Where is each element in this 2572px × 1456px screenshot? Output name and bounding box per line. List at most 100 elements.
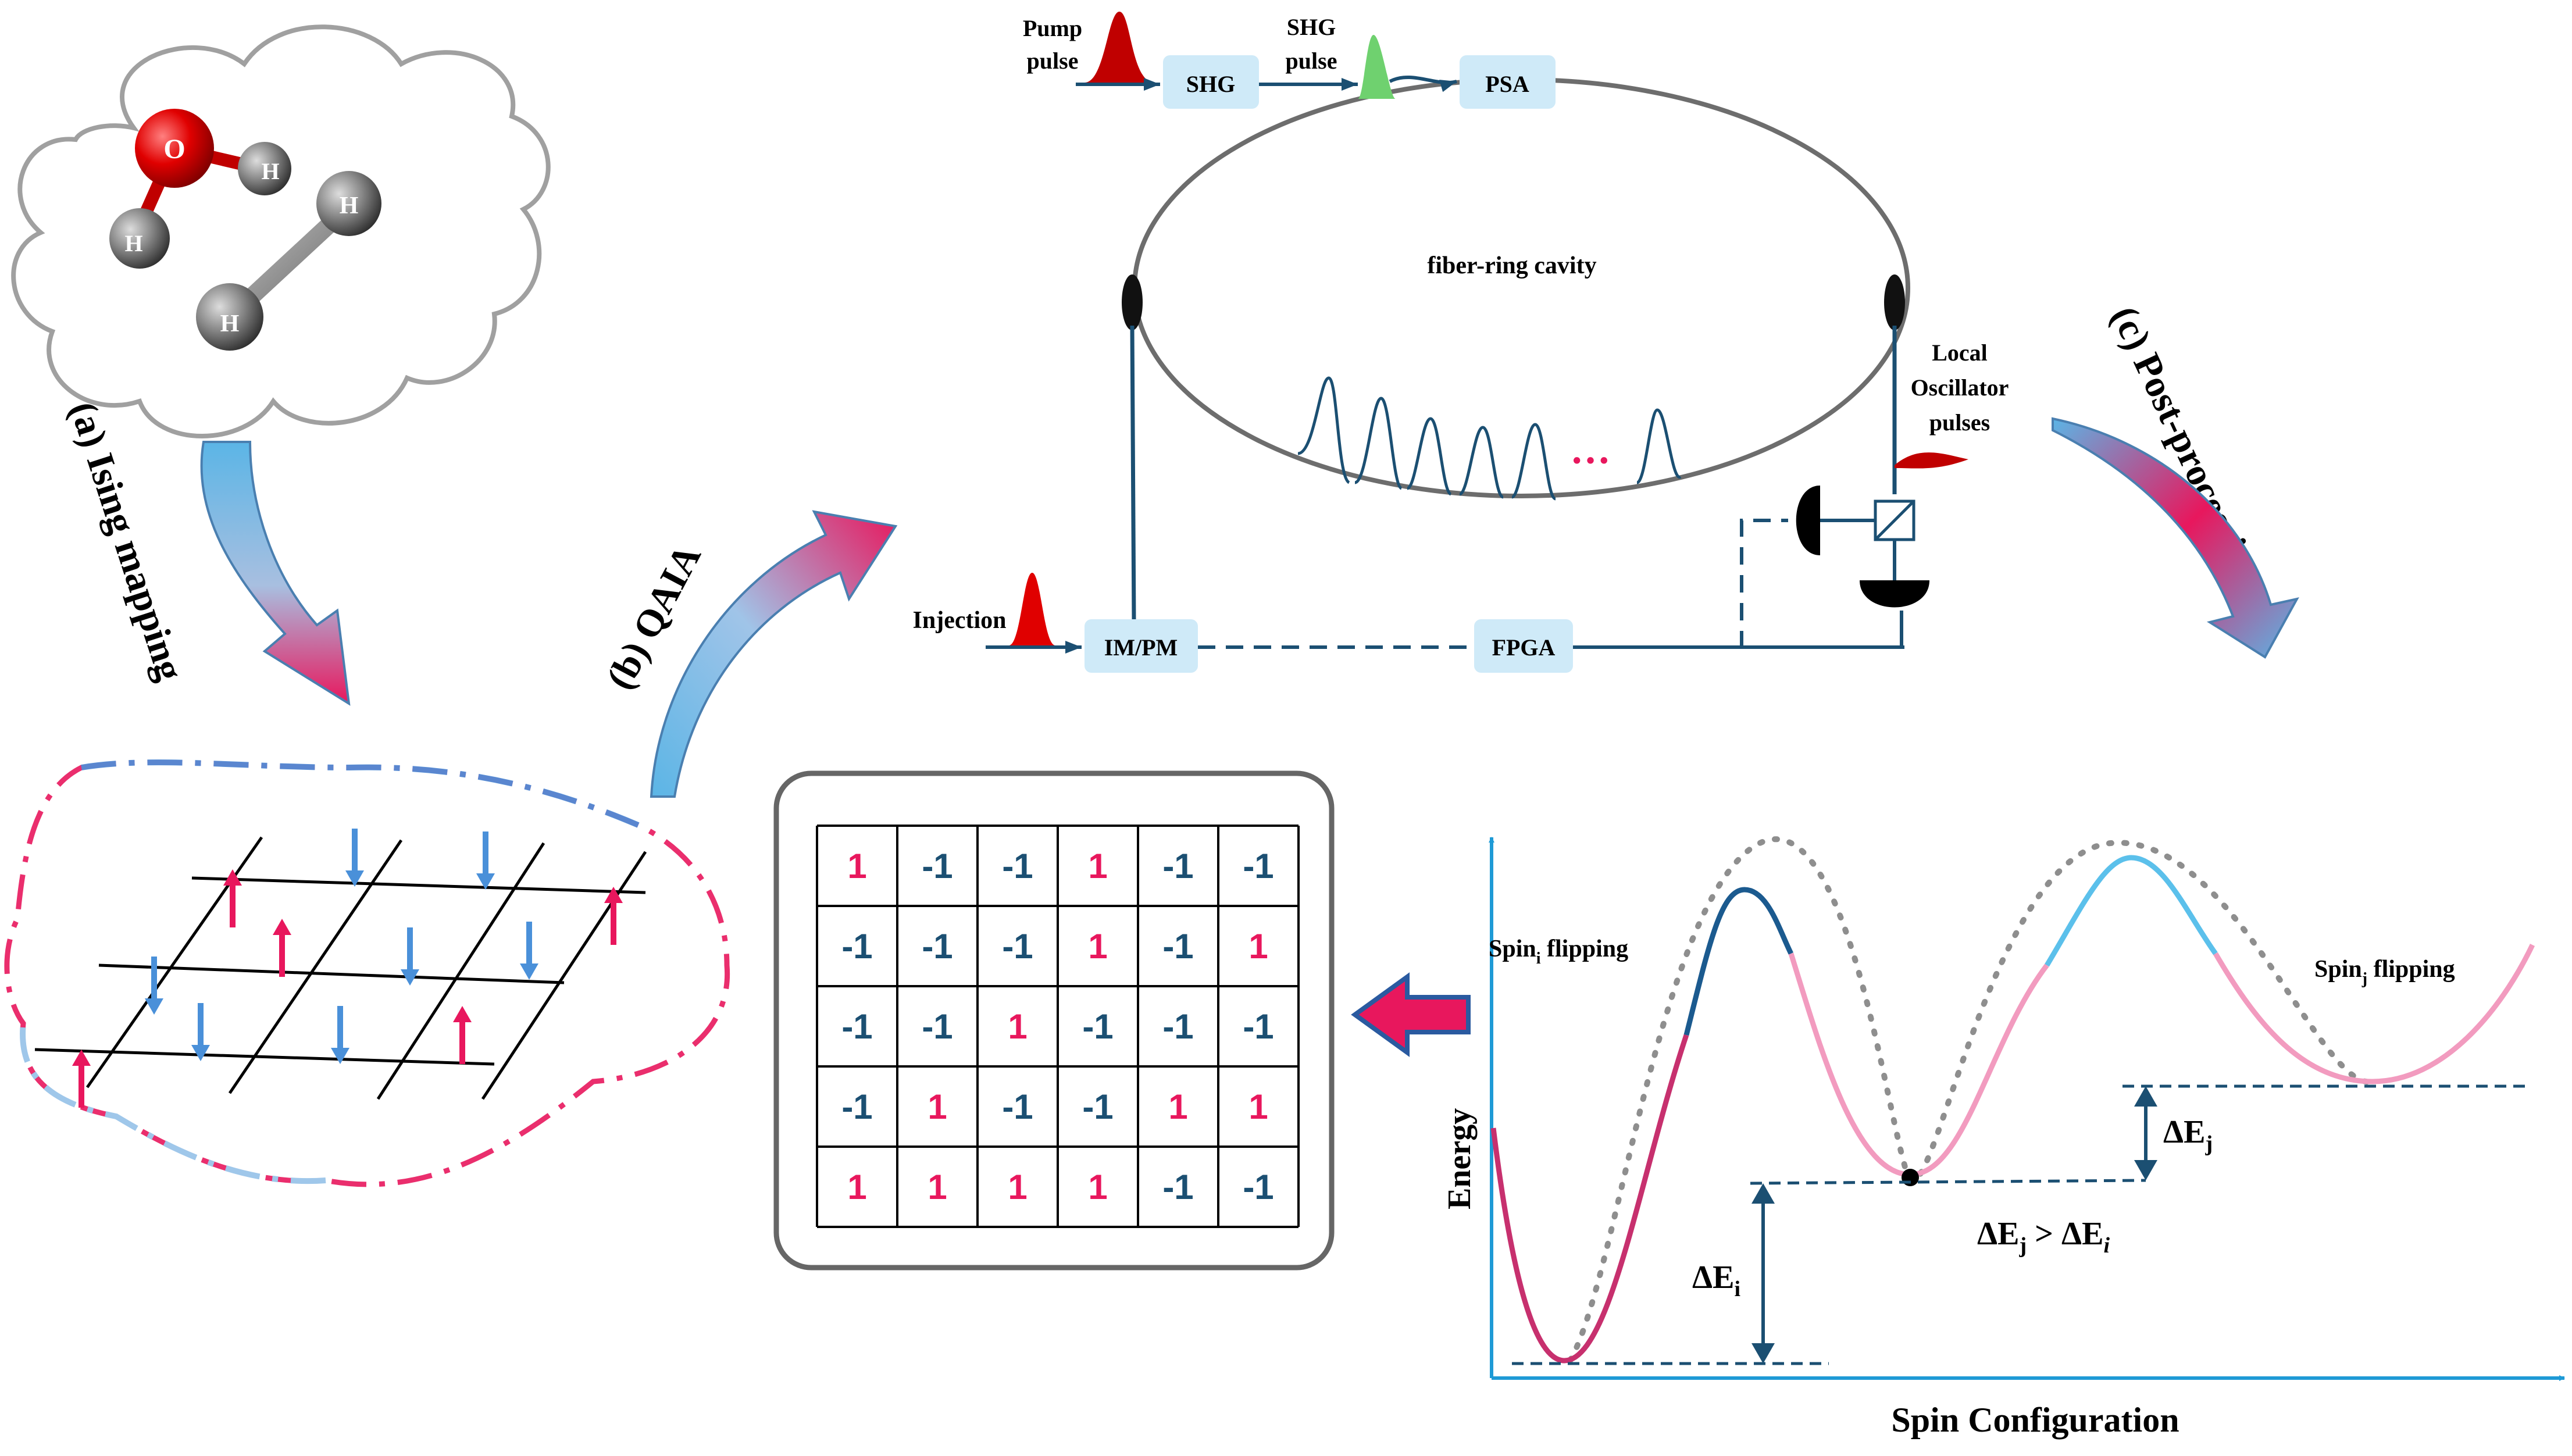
matrix-cell: -1 (1082, 1007, 1113, 1046)
matrix-cell: -1 (841, 1087, 872, 1126)
water-molecule: O H H (109, 109, 291, 269)
fpga-box-label: FPGA (1492, 634, 1556, 661)
matrix-cell: -1 (922, 927, 953, 966)
injection-pulse (1009, 573, 1055, 645)
label-ising-mapping: (a) Ising mapping (62, 397, 192, 686)
cavity-label: fiber-ring cavity (1427, 252, 1596, 279)
matrix-cell: 1 (1248, 927, 1268, 966)
matrix-cell: -1 (1243, 847, 1273, 886)
impm-box-label: IM/PM (1104, 634, 1178, 661)
matrix-cell: 1 (1168, 1087, 1187, 1126)
arrowhead (223, 869, 242, 886)
arrowhead (453, 1006, 472, 1022)
hydrogen-atom (316, 171, 381, 236)
matrix-cell: -1 (922, 847, 953, 886)
matrix-cell: 1 (847, 847, 866, 886)
qaia-arrow (650, 510, 898, 798)
config-axis-label: Spin Configuration (1891, 1401, 2179, 1439)
matrix-cell: -1 (1162, 1168, 1193, 1207)
matrix-cell: -1 (1162, 927, 1193, 966)
hydrogen-atom (196, 283, 263, 351)
pump-pulse (1085, 12, 1154, 83)
psa-box-label: PSA (1485, 71, 1529, 97)
arrowhead (476, 873, 495, 890)
matrix-cell: 1 (1008, 1168, 1027, 1207)
hydrogen-molecule: H H (196, 171, 381, 351)
matrix-cell: 1 (1248, 1087, 1268, 1126)
pump-label: Pump (1023, 15, 1082, 41)
shg-box (1163, 55, 1259, 109)
psa-box (1460, 55, 1556, 109)
photodetector (1860, 580, 1929, 608)
hydrogen-atom (238, 142, 291, 195)
energy-landscape: Energy Spin Configuration ΔEi ΔEj ΔEj > … (1442, 836, 2565, 1439)
matrix-cell: -1 (1002, 847, 1033, 886)
arrowhead (72, 1050, 91, 1066)
spin-j-flipping-label: Spinj flipping (2314, 956, 2455, 988)
fiber-ring-cavity (1132, 77, 1910, 498)
energy-axis-label: Energy (1442, 1108, 1478, 1209)
matrix-cell: -1 (1243, 1007, 1273, 1046)
hydrogen-label: H (340, 192, 359, 219)
matrix-cell: 1 (928, 1168, 947, 1207)
local-oscillator-pulse (1895, 452, 1968, 469)
result-arrow (1351, 972, 1471, 1057)
lo-label: Oscillator (1911, 374, 2009, 401)
arrowhead (520, 963, 538, 980)
optical-setup: fiber-ring cavity ··· Pump pulse SHG SHG… (913, 12, 2009, 673)
fpga-box (1474, 619, 1573, 673)
arrowhead (331, 1048, 349, 1064)
hydrogen-label: H (261, 158, 279, 184)
hydrogen-label: H (124, 230, 142, 256)
pulse-ellipsis: ··· (1570, 438, 1611, 483)
matrix-cell: -1 (1082, 1087, 1113, 1126)
shg-pulse-label: pulse (1286, 48, 1337, 74)
matrix-cell: 1 (1088, 847, 1107, 886)
matrix-cell: -1 (1243, 1168, 1273, 1207)
ising-lattice-region (4, 759, 730, 1187)
matrix-cell: 1 (847, 1168, 866, 1207)
hydrogen-atom (109, 208, 170, 269)
arrowhead (604, 887, 623, 903)
post-processing-arrow (2052, 417, 2299, 659)
coupler-right (1884, 274, 1905, 330)
shg-box-label: SHG (1186, 71, 1235, 97)
delta-ej-label: ΔEj (2163, 1114, 2213, 1156)
injection-label: Injection (913, 607, 1007, 634)
arrowhead (191, 1045, 210, 1061)
arrowhead (145, 998, 163, 1015)
pump-label: pulse (1027, 48, 1079, 74)
spin-arrows (72, 829, 623, 1108)
oxygen-atom (135, 109, 214, 188)
photodetector (1796, 486, 1820, 555)
matrix-cell: -1 (1002, 927, 1033, 966)
oxygen-label: O (163, 134, 185, 165)
cavity-pulses (1297, 376, 1682, 501)
matrix-cell: 1 (1008, 1007, 1027, 1046)
lo-label: Local (1932, 340, 1988, 366)
matrix-cell: -1 (1002, 1087, 1033, 1126)
ising-mapping-arrow (200, 441, 351, 706)
spin-matrix: 1 -1 -1 1 -1 -1 -1 -1 -1 1 -1 1 -1 -1 1 -1 -1 -1 -1 1 -1 -1 1 1… (816, 825, 1300, 1228)
coupler-left (1122, 274, 1143, 330)
matrix-cell: -1 (841, 927, 872, 966)
matrix-cell: 1 (928, 1087, 947, 1126)
delta-ei-label: ΔEi (1692, 1259, 1740, 1301)
matrix-cell: -1 (922, 1007, 953, 1046)
shg-pulse (1358, 35, 1396, 99)
lo-label: pulses (1929, 409, 1990, 436)
arrowhead (345, 870, 364, 887)
matrix-cell: 1 (1088, 1168, 1107, 1207)
matrix-cell: -1 (1162, 847, 1193, 886)
impm-box (1085, 619, 1198, 673)
matrix-cell: 1 (1088, 927, 1107, 966)
matrix-cell: -1 (841, 1007, 872, 1046)
arrowhead (273, 919, 291, 935)
delta-comparison: ΔEj > ΔEi (1977, 1216, 2110, 1258)
spin-i-flipping-label: Spini flipping (1489, 936, 1628, 968)
shg-pulse-label: SHG (1287, 14, 1336, 40)
matrix-cell: -1 (1162, 1007, 1193, 1046)
arrowhead (401, 969, 419, 986)
